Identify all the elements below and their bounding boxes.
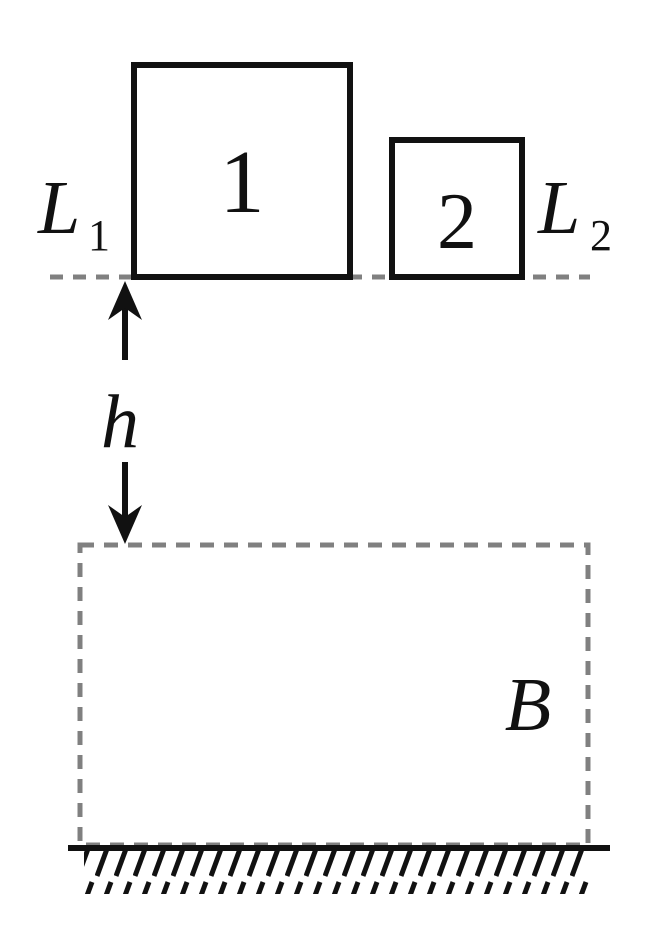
arrow-up-icon — [108, 281, 142, 360]
block-2 — [389, 137, 525, 280]
label-L2: L — [537, 166, 580, 250]
block-1 — [131, 62, 353, 280]
label-L2-subscript: 2 — [590, 211, 612, 260]
region-B-label: B — [505, 663, 551, 747]
arrow-down-icon — [108, 462, 142, 544]
ground — [68, 845, 610, 894]
label-L1-subscript: 1 — [88, 211, 110, 260]
block-1-label: 1 — [220, 133, 265, 232]
label-L1: L — [37, 166, 80, 250]
height-label: h — [101, 380, 139, 464]
block-2-label: 2 — [437, 178, 477, 266]
